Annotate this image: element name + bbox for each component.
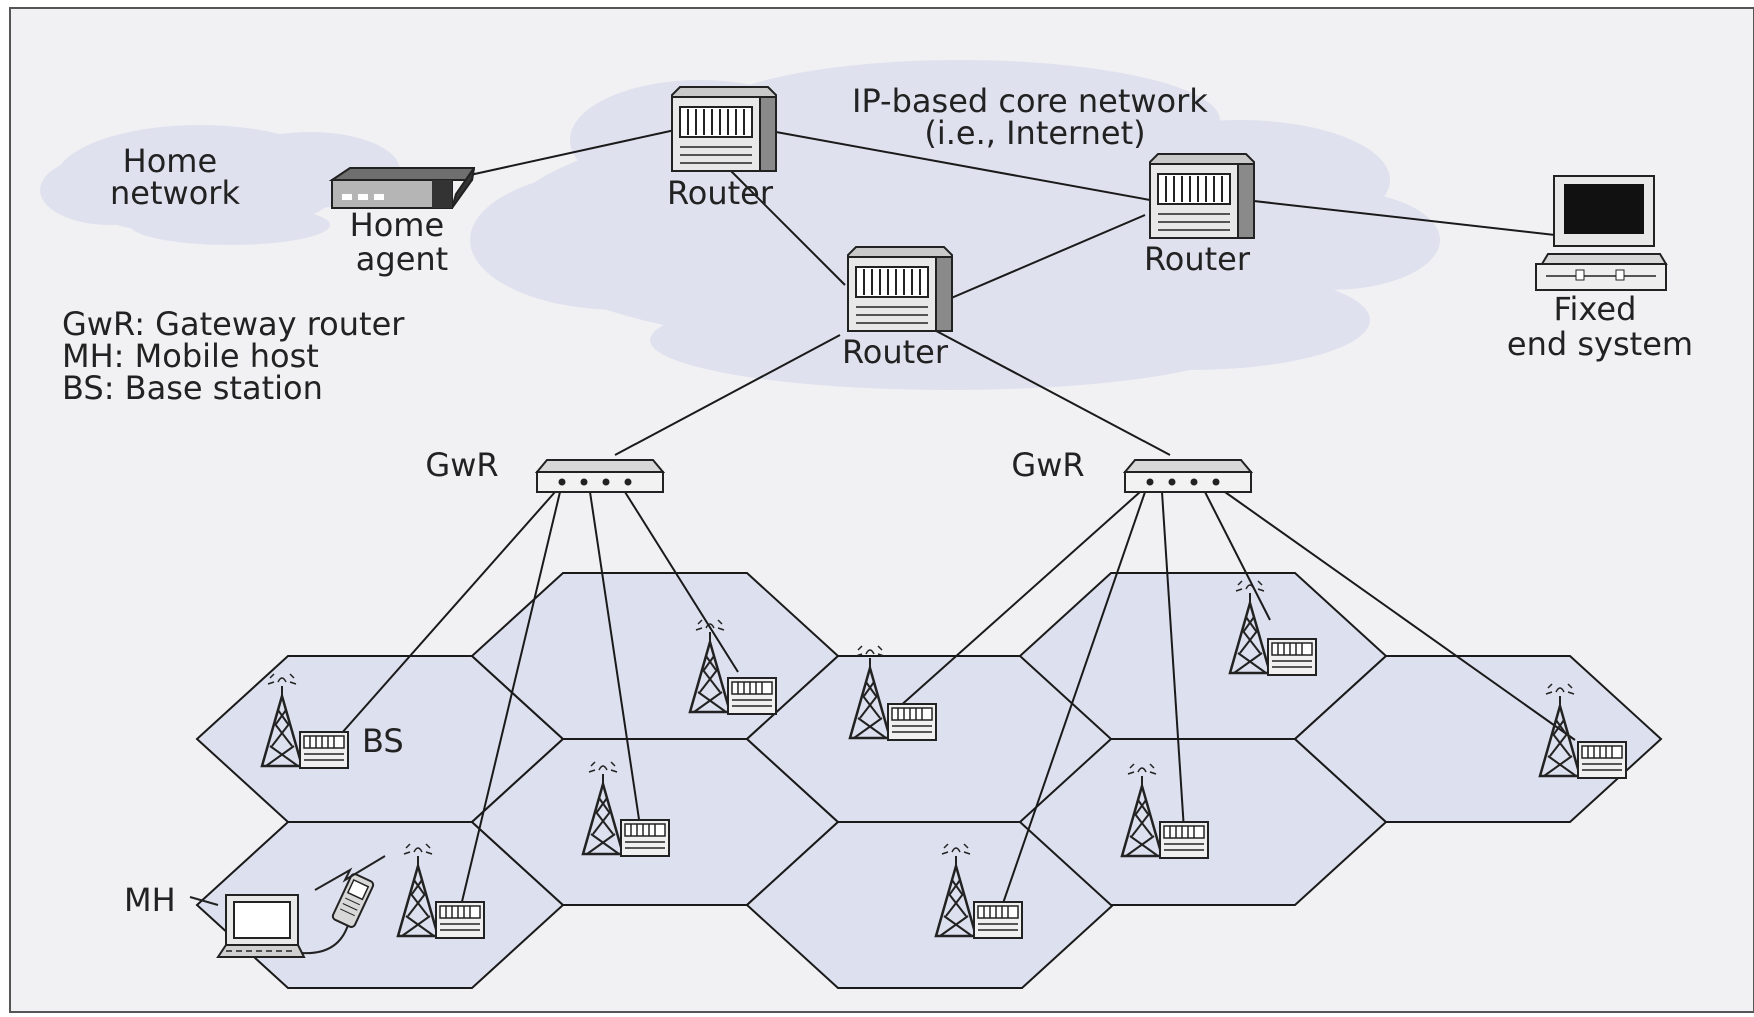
mh-label: MH [124, 881, 176, 919]
fixed-end-system-label: Fixed end system [1507, 290, 1693, 363]
legend: GwR: Gateway router MH: Mobile host BS: … [62, 305, 405, 407]
gwr-label-right: GwR [1011, 446, 1084, 484]
router-icon-center [847, 246, 953, 332]
cell [1293, 655, 1663, 823]
mobile-phone-icon [331, 873, 375, 928]
legend-item: MH: Mobile host [62, 337, 319, 375]
gwr-icon-right [1124, 459, 1252, 493]
gwr-icon-left [536, 459, 664, 493]
legend-item: BS: Base station [62, 369, 323, 407]
wireless-link-icon [314, 855, 386, 891]
home-agent-label: Home agent [350, 206, 455, 278]
router-icon-right [1149, 153, 1255, 239]
router-icon-top [671, 86, 777, 172]
home-agent-icon [328, 167, 476, 209]
mobile-host-icon [216, 894, 349, 958]
router-label-top: Router [667, 174, 774, 212]
fixed-end-system-icon [1535, 175, 1668, 291]
legend-item: GwR: Gateway router [62, 305, 405, 343]
core-network-label: IP-based core network (i.e., Internet) [852, 82, 1218, 152]
gwr-label-left: GwR [425, 446, 498, 484]
mh-pointer [189, 896, 219, 906]
home-network-label: Home network [110, 142, 240, 212]
router-label-center: Router [842, 333, 949, 371]
bs-label: BS [362, 722, 404, 760]
links [317, 129, 1576, 913]
router-label-right: Router [1144, 240, 1251, 278]
cell-grid [195, 572, 1663, 989]
